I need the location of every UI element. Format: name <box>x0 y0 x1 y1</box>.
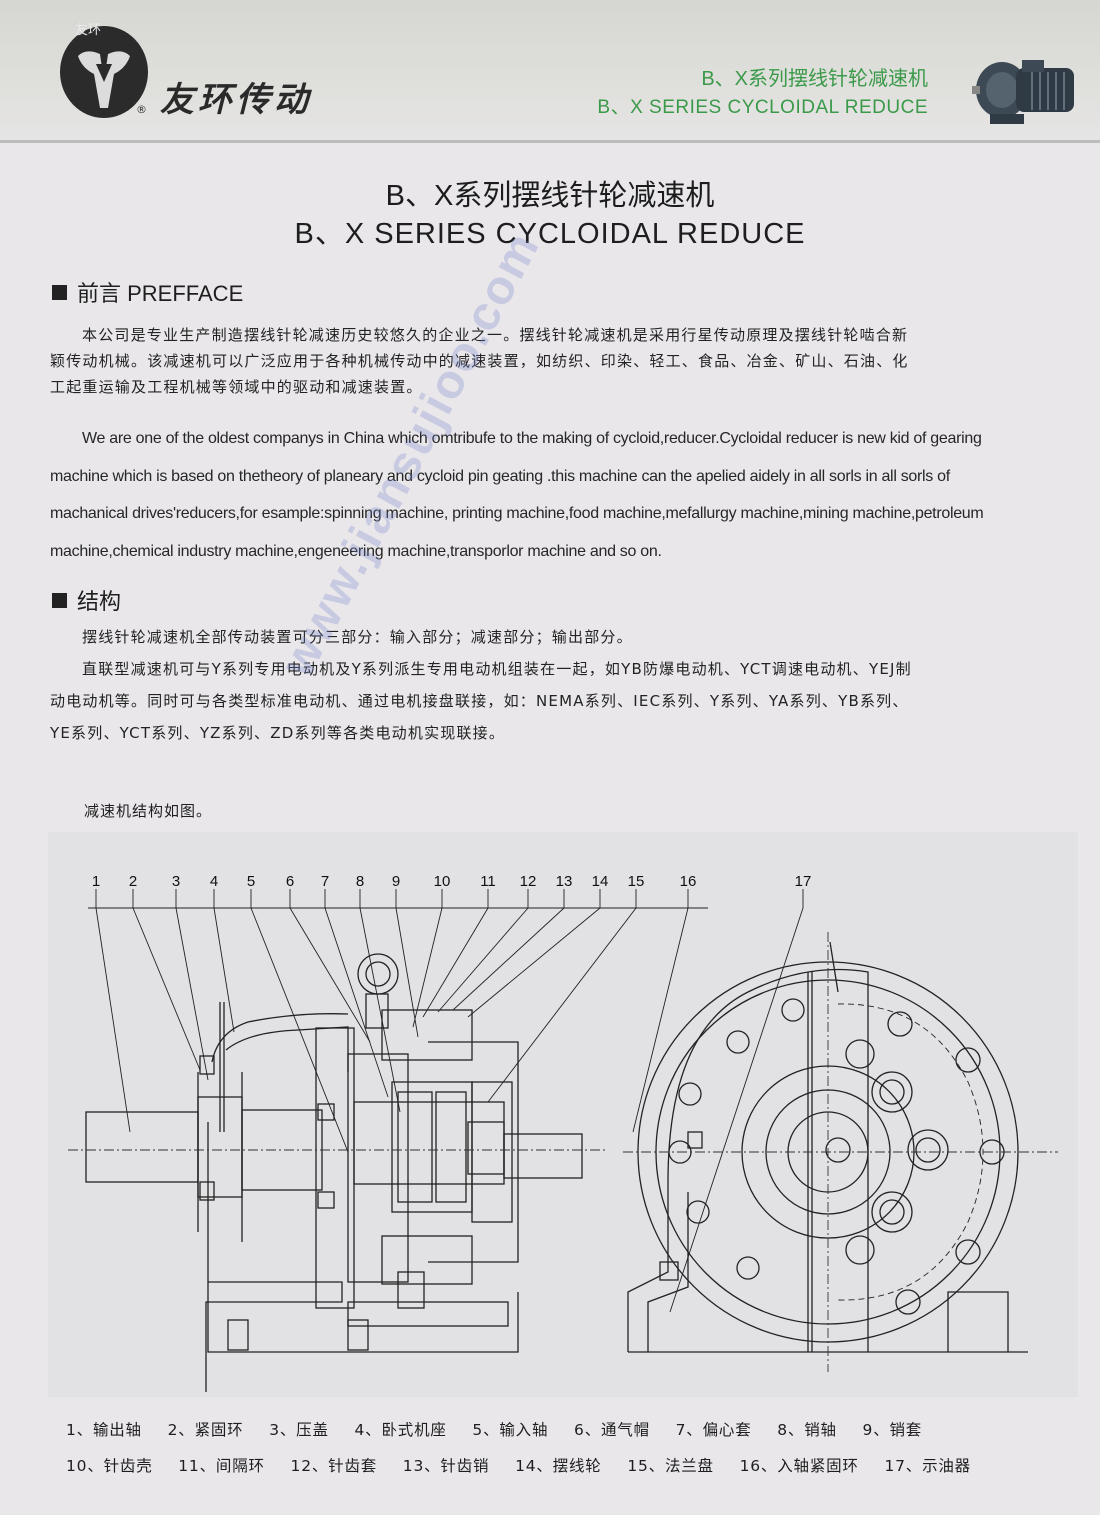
part-number-label: 4 <box>210 873 218 890</box>
legend-item: 6、通气帽 <box>574 1421 650 1439</box>
preface-en-line: We are one of the oldest companys in Chi… <box>82 430 982 447</box>
legend-row-2: 10、针齿壳 11、间隔环 12、针齿套 13、针齿销 14、摆线轮 15、法兰… <box>66 1454 1086 1476</box>
structure-heading: 结构 <box>52 584 121 616</box>
bolt-holes <box>668 998 1005 1315</box>
part-number-label: 8 <box>356 873 364 890</box>
preface-en-line: machanical drives'reducers,for esample:s… <box>50 505 984 522</box>
legend-item: 10、针齿壳 <box>66 1457 153 1475</box>
part-number-label: 12 <box>520 873 537 890</box>
structure-line: YE系列、YCT系列、YZ系列、ZD系列等各类电动机实现联接。 <box>50 724 506 742</box>
preface-paragraph-en: We are one of the oldest companys in Chi… <box>50 420 1082 570</box>
brand-name: 友环传动 <box>160 80 312 120</box>
legend-item: 3、压盖 <box>269 1421 329 1439</box>
legend-item: 2、紧固环 <box>167 1421 244 1439</box>
legend-item: 15、法兰盘 <box>627 1457 714 1475</box>
side-section-view <box>68 953 608 1392</box>
part-number-label: 5 <box>247 873 255 890</box>
header-title-cn: B、X系列摆线针轮减速机 <box>701 68 928 90</box>
part-number-label: 16 <box>680 873 697 890</box>
part-number-label: 15 <box>628 873 645 890</box>
part-number-label: 13 <box>556 873 573 890</box>
legend-item: 7、偏心套 <box>675 1421 752 1439</box>
preface-cn-line: 工起重运输及工程机械等领域中的驱动和减速装置。 <box>50 378 423 396</box>
preface-paragraph-cn: 本公司是专业生产制造摆线针轮减速历史较悠久的企业之一。摆线针轮减速机是采用行星传… <box>50 322 1080 400</box>
cycloid-rollers <box>845 1039 949 1265</box>
structure-heading-text: 结构 <box>77 589 122 614</box>
part-number-label: 2 <box>129 873 137 890</box>
part-number-label: 1 <box>92 873 100 890</box>
diagram-caption: 减速机结构如图。 <box>84 802 213 820</box>
structure-line: 摆线针轮减速机全部传动装置可分三部分：输入部分；减速部分；输出部分。 <box>82 628 633 646</box>
bullet-square-icon <box>52 592 67 608</box>
legend-item: 11、间隔环 <box>178 1457 265 1475</box>
leader-lines <box>88 889 804 1313</box>
logo-badge-text: 友环 <box>74 23 101 38</box>
preface-cn-line: 本公司是专业生产制造摆线针轮减速历史较悠久的企业之一。摆线针轮减速机是采用行星传… <box>82 326 909 344</box>
part-number-label: 17 <box>795 873 812 890</box>
legend-item: 4、卧式机座 <box>354 1421 447 1439</box>
preface-en-line: machine,chemical industry machine,engene… <box>50 542 662 560</box>
header-title-en: B、X SERIES CYCLOIDAL REDUCE <box>597 97 928 118</box>
header-band <box>0 0 1100 140</box>
preface-heading-text: 前言 PREFFACE <box>77 281 244 306</box>
legend-item: 14、摆线轮 <box>515 1457 602 1475</box>
legend-row-1: 1、输出轴 2、紧固环 3、压盖 4、卧式机座 5、输入轴 6、通气帽 7、偏心… <box>66 1418 1086 1440</box>
part-number-label: 14 <box>592 873 609 890</box>
legend-item: 8、销轴 <box>777 1421 837 1439</box>
legend-item: 5、输入轴 <box>472 1421 549 1439</box>
structure-line: 动电动机等。同时可与各类型标准电动机、通过电机接盘联接，如：NEMA系列、IEC… <box>50 692 909 710</box>
part-number-label: 11 <box>480 873 496 890</box>
legend-item: 17、示油器 <box>884 1457 971 1475</box>
page-title-en: B、X SERIES CYCLOIDAL REDUCE <box>294 218 806 250</box>
legend-item: 1、输出轴 <box>66 1421 142 1439</box>
part-number-label: 10 <box>434 873 451 890</box>
preface-heading: 前言 PREFFACE <box>52 276 243 308</box>
reducer-motor-photo <box>972 60 1074 124</box>
legend-item: 13、针齿销 <box>402 1457 490 1475</box>
part-number-label: 9 <box>392 873 400 890</box>
part-number-label: 3 <box>172 873 180 890</box>
company-logo <box>60 26 148 118</box>
page-title-cn: B、X系列摆线针轮减速机 <box>385 180 715 212</box>
part-number-label: 6 <box>286 873 294 890</box>
preface-cn-line: 颖传动机械。该减速机可以广泛应用于各种机械传动中的减速装置，如纺织、印染、轻工、… <box>50 352 909 370</box>
structure-line: 直联型减速机可与Y系列专用电动机及Y系列派生专用电动机组装在一起，如YB防爆电动… <box>82 660 912 678</box>
legend-item: 12、针齿套 <box>290 1457 378 1475</box>
part-number-label: 7 <box>321 873 329 890</box>
structure-paragraph: 摆线针轮减速机全部传动装置可分三部分：输入部分；减速部分；输出部分。 直联型减速… <box>50 624 1080 746</box>
header-divider <box>0 140 1100 143</box>
legend-item: 9、销套 <box>862 1421 923 1439</box>
bullet-square-icon <box>52 284 67 300</box>
front-end-view <box>623 932 1058 1372</box>
legend-item: 16、入轴紧固环 <box>739 1457 859 1475</box>
preface-en-line: machine which is based on thetheory of p… <box>50 467 950 485</box>
registered-mark: ® <box>136 103 147 116</box>
